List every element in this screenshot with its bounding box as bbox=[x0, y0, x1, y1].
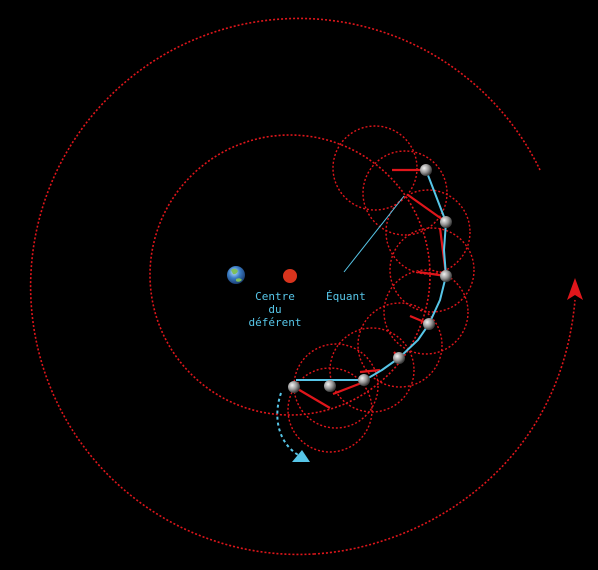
epicycle bbox=[329, 327, 415, 413]
epicycle bbox=[357, 302, 443, 388]
radius-lines bbox=[295, 168, 448, 409]
earth-continents bbox=[231, 268, 242, 282]
planet bbox=[440, 270, 452, 282]
planet bbox=[440, 216, 452, 228]
equant-label: Équant bbox=[326, 290, 366, 303]
planet-trajectory bbox=[296, 169, 448, 381]
planet bbox=[420, 164, 432, 176]
epicycle bbox=[383, 269, 469, 355]
cyan-arrowhead-icon bbox=[292, 450, 310, 462]
planet bbox=[393, 352, 405, 364]
epicycles bbox=[287, 125, 475, 453]
earth-icon bbox=[227, 266, 245, 284]
cyan-direction-arrow bbox=[276, 392, 301, 457]
deferent-center-label-line1: Centre bbox=[255, 290, 295, 303]
deferent-center-label-line2: du bbox=[268, 303, 282, 316]
epicycle bbox=[332, 125, 418, 211]
epicycle bbox=[389, 227, 475, 313]
equant-pointer bbox=[343, 195, 405, 273]
arrowhead-icon bbox=[567, 278, 583, 300]
epicycle bbox=[293, 343, 379, 429]
deferent-circle bbox=[149, 134, 431, 416]
planet bbox=[423, 318, 435, 330]
deferent-center-label-line3: déférent bbox=[248, 316, 302, 329]
planet bbox=[288, 381, 300, 393]
planet bbox=[324, 380, 336, 392]
deferent-center-dot bbox=[283, 269, 297, 283]
direction-curve bbox=[313, 299, 576, 555]
planet bbox=[358, 374, 370, 386]
epicycle bbox=[287, 367, 373, 453]
deferent-center-label: Centre du déférent bbox=[247, 290, 303, 329]
outer-orbit bbox=[29, 17, 541, 556]
planets bbox=[288, 164, 452, 393]
epicycle bbox=[362, 150, 448, 236]
